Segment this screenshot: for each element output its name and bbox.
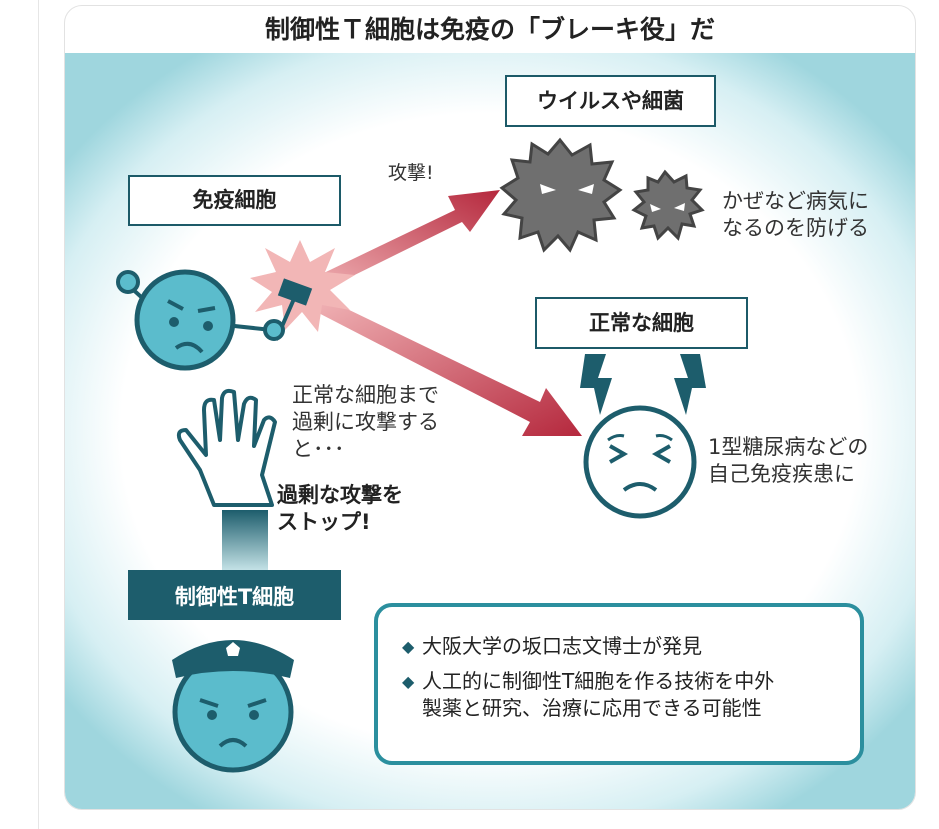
- infographic-title: 制御性Ｔ細胞は免疫の「ブレーキ役」だ: [264, 15, 715, 44]
- diamond-bullet-icon: ◆: [402, 637, 415, 656]
- info-item: ◆大阪大学の坂口志文博士が発見: [402, 634, 702, 658]
- treg-police-character: [172, 640, 294, 773]
- attack-text: 攻撃!: [388, 162, 434, 184]
- prevent-disease-text: かぜなど病気に なるのを防げる: [722, 189, 869, 240]
- hammer-icon: [277, 278, 313, 306]
- diamond-bullet-icon: ◆: [402, 672, 415, 691]
- virus-bacteria-label: ウイルスや細菌: [505, 75, 716, 127]
- immune-cell-label: 免疫細胞: [128, 175, 341, 226]
- info-box: ◆大阪大学の坂口志文博士が発見 ◆人工的に制御性T細胞を作る技術を中外 製薬と研…: [374, 603, 864, 765]
- germ-icon-small: [631, 169, 705, 241]
- overattack-text: 正常な細胞まで 過剰に攻撃する と･･･: [292, 383, 439, 461]
- lightning-icon: [580, 354, 612, 415]
- page-divider: [38, 0, 39, 829]
- autoimmune-text: 1型糖尿病などの 自己免疫疾患に: [708, 435, 869, 486]
- normal-cell-label: 正常な細胞: [535, 297, 748, 349]
- attack-arrow-up: [305, 190, 500, 296]
- attack-arrow-down: [305, 292, 582, 436]
- lightning-icon: [674, 354, 706, 415]
- badge-icon: [226, 642, 240, 656]
- stop-attack-text: 過剰な攻撃を ストップ!: [277, 483, 403, 534]
- stop-hand-icon: [176, 388, 277, 572]
- normal-cell-face: [583, 405, 697, 519]
- immune-cell-character: [116, 269, 313, 371]
- germ-icon-large: [499, 137, 623, 253]
- treg-label: 制御性T細胞: [128, 570, 341, 620]
- info-item: ◆人工的に制御性T細胞を作る技術を中外 製薬と研究、治療に応用できる可能性: [402, 669, 775, 720]
